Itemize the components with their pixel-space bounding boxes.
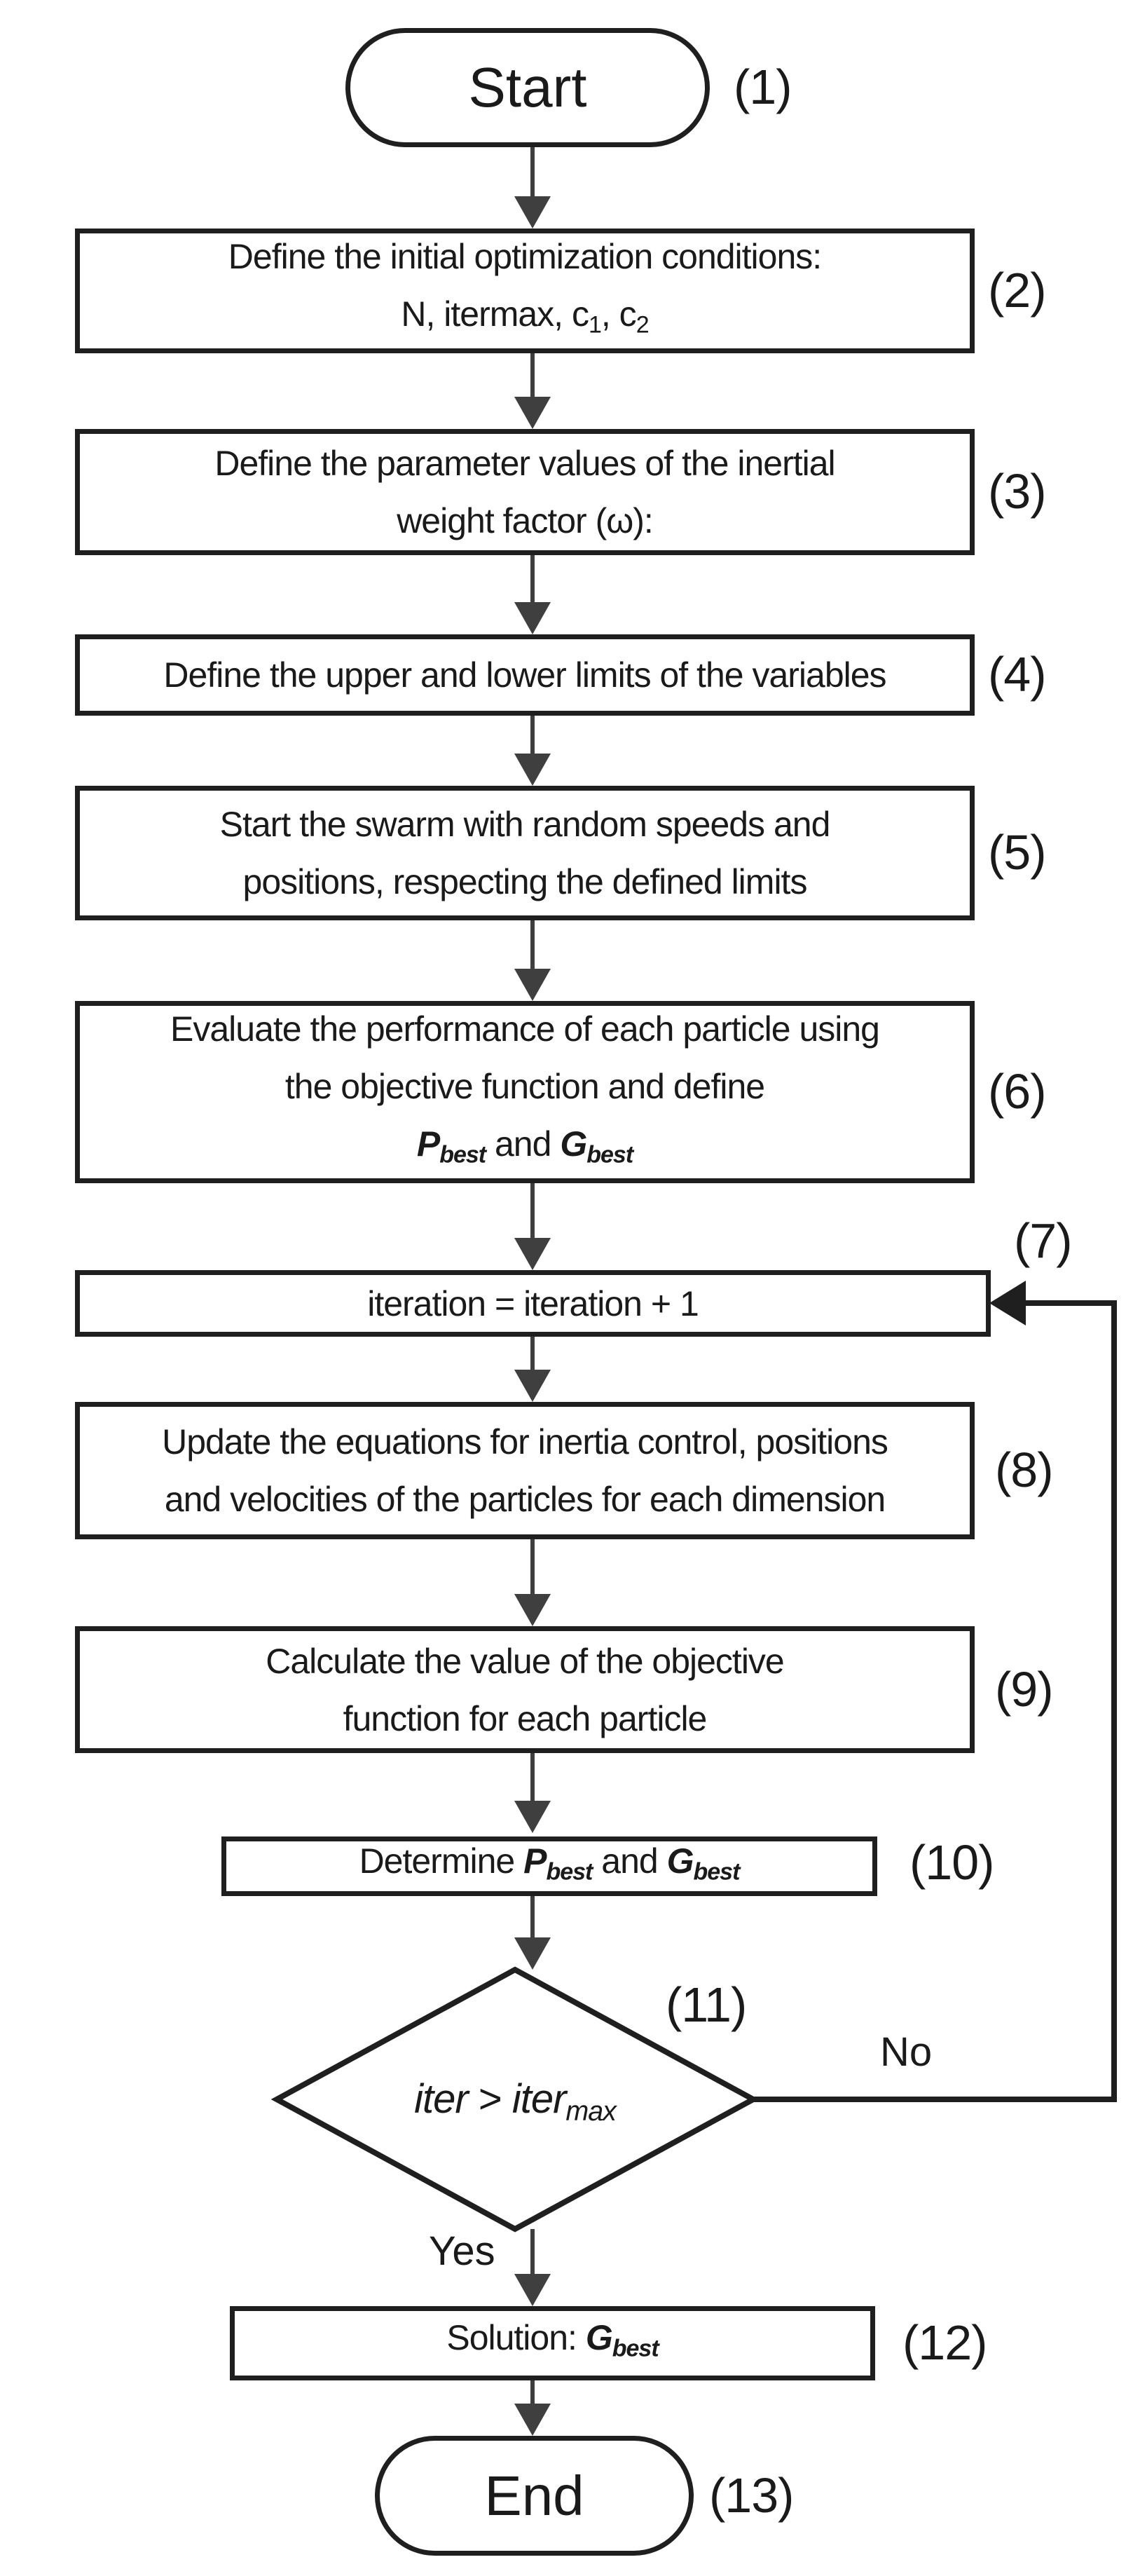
node-end-label: End xyxy=(484,2464,584,2527)
node-update-equations: Update the equations for inertia control… xyxy=(75,1402,975,1539)
arrow-step2-to-step3 xyxy=(514,351,551,429)
step-number-13: (13) xyxy=(709,2468,794,2523)
node-determine-best: Determine Pbest and Gbest xyxy=(221,1836,877,1896)
step-number-1: (1) xyxy=(734,60,792,114)
node-start-label: Start xyxy=(468,56,587,118)
arrow-step8-to-step9 xyxy=(514,1537,551,1626)
arrow-yes-to-step12 xyxy=(514,2229,551,2306)
arrow-start-to-step2 xyxy=(514,145,551,229)
node-line: and velocities of the particles for each… xyxy=(164,1480,886,1519)
node-define-conditions: Define the initial optimization conditio… xyxy=(75,229,975,353)
arrow-step7-to-step8 xyxy=(514,1335,551,1402)
node-iteration-counter: iteration = iteration + 1 xyxy=(75,1270,991,1337)
node-evaluate-performance: Evaluate the performance of each particl… xyxy=(75,1001,975,1183)
arrow-step4-to-step5 xyxy=(514,714,551,786)
node-define-inertial-weight: Define the parameter values of the inert… xyxy=(75,429,975,555)
node-start-swarm: Start the swarm with random speeds and p… xyxy=(75,786,975,920)
arrow-step5-to-step6 xyxy=(514,918,551,1001)
step-number-4: (4) xyxy=(988,647,1047,702)
node-line: Define the initial optimization conditio… xyxy=(228,237,822,277)
step-number-5: (5) xyxy=(988,825,1047,880)
branch-label-no: No xyxy=(880,2029,933,2075)
node-line: weight factor (ω): xyxy=(397,501,654,540)
feedback-arrowhead xyxy=(989,1281,1026,1326)
step-number-7: (7) xyxy=(1014,1213,1073,1268)
step-number-3: (3) xyxy=(988,464,1047,519)
arrow-step12-to-end xyxy=(514,2379,551,2436)
node-line: Update the equations for inertia control… xyxy=(162,1422,888,1461)
arrow-step9-to-step10 xyxy=(514,1751,551,1833)
feedback-loop-no xyxy=(753,1281,1117,2102)
node-line: Solution: Gbest xyxy=(446,2318,659,2362)
step-number-8: (8) xyxy=(995,1443,1054,1497)
node-start: Start xyxy=(345,28,710,147)
node-line: N, itermax, c1, c2 xyxy=(401,294,649,339)
node-line: Pbest and Gbest xyxy=(416,1124,633,1168)
step-number-2: (2) xyxy=(988,263,1047,318)
step-number-11: (11) xyxy=(666,1977,747,2032)
node-line: Define the upper and lower limits of the… xyxy=(163,655,886,695)
node-line: the objective function and define xyxy=(284,1067,765,1107)
node-line: positions, respecting the defined limits xyxy=(242,862,808,901)
node-line: Evaluate the performance of each particl… xyxy=(170,1009,880,1049)
decision-diamond-shape xyxy=(270,1966,760,2233)
step-number-6: (6) xyxy=(988,1064,1047,1119)
node-line: Define the parameter values of the inert… xyxy=(214,444,835,483)
node-end: End xyxy=(375,2436,694,2556)
node-define-limits: Define the upper and lower limits of the… xyxy=(75,634,975,716)
arrow-step3-to-step4 xyxy=(514,553,551,634)
node-line: iteration = iteration + 1 xyxy=(367,1283,699,1323)
node-solution: Solution: Gbest xyxy=(230,2306,875,2380)
step-number-9: (9) xyxy=(995,1662,1054,1717)
decision-iter-max-label: iter > itermax xyxy=(414,2076,617,2127)
node-line: function for each particle xyxy=(343,1698,708,1738)
node-line: Determine Pbest and Gbest xyxy=(359,1841,741,1886)
arrow-step10-to-decision xyxy=(514,1895,551,1970)
node-line: Start the swarm with random speeds and xyxy=(219,805,831,844)
branch-label-yes: Yes xyxy=(429,2228,495,2274)
node-calculate-objective: Calculate the value of the objective fun… xyxy=(75,1626,975,1753)
arrow-step6-to-step7 xyxy=(514,1181,551,1270)
node-line: Calculate the value of the objective xyxy=(266,1641,784,1681)
step-number-10: (10) xyxy=(909,1835,994,1890)
step-number-12: (12) xyxy=(902,2315,987,2370)
